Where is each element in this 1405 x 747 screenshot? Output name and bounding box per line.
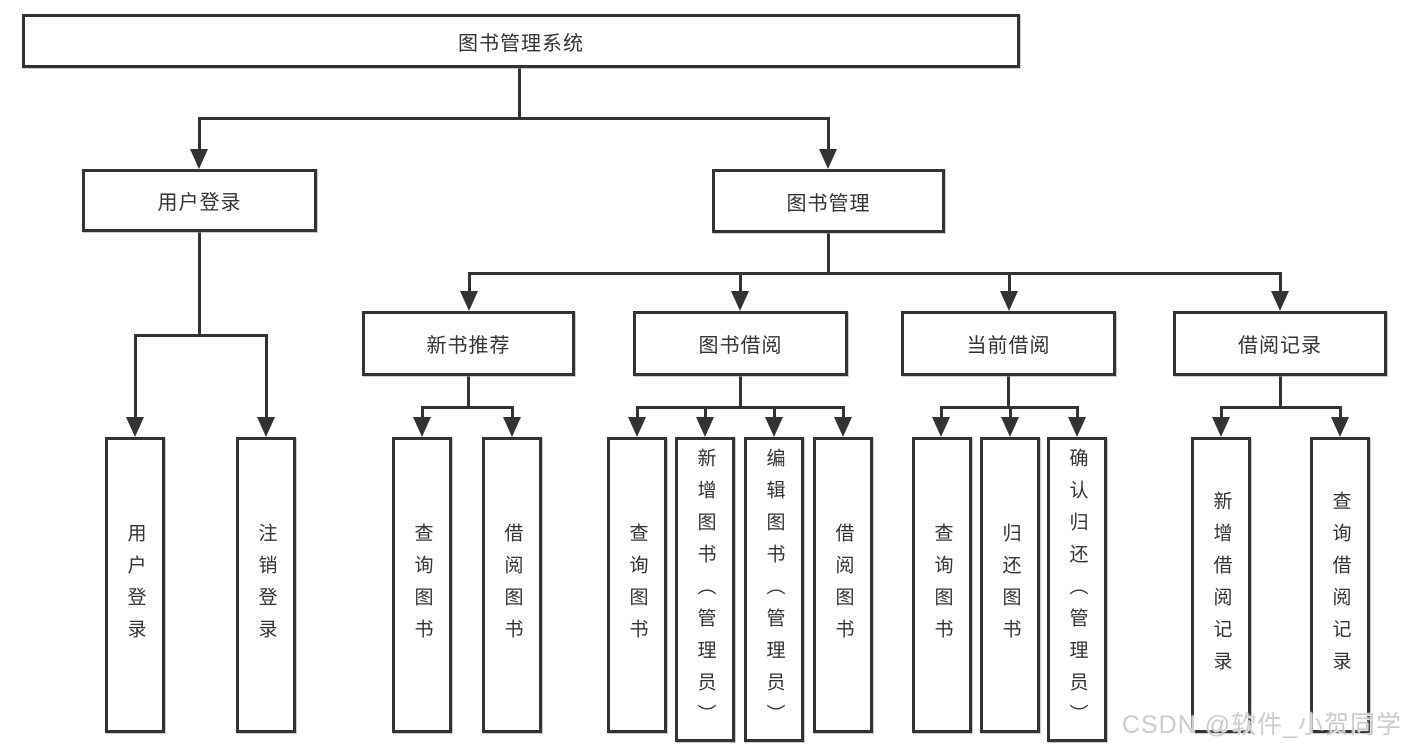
arrowhead-down (257, 417, 275, 437)
connector-line (518, 66, 521, 119)
arrowhead-down (819, 149, 837, 169)
node-library-management-system: 图书管理系统 (22, 14, 1020, 68)
node-leaf-query-borrow-record: 查询借阅记录 (1310, 437, 1370, 733)
node-book-borrowing: 图书借阅 (633, 311, 848, 376)
connector-line (1008, 272, 1011, 294)
node-borrowing-records: 借阅记录 (1173, 311, 1387, 376)
node-leaf-borrow-books: 借阅图书 (813, 437, 873, 733)
arrowhead-down (413, 417, 431, 437)
connector-line (198, 232, 201, 336)
node-leaf-logout: 注销登录 (236, 437, 296, 733)
arrowhead-down (1212, 417, 1230, 437)
connector-line (511, 406, 514, 420)
connector-line (842, 406, 845, 420)
arrowhead-down (460, 291, 478, 311)
arrowhead-down (190, 149, 208, 169)
node-user-login: 用户登录 (82, 169, 317, 232)
connector-line (1220, 406, 1223, 420)
connector-line (1076, 406, 1079, 420)
node-leaf-query-books-recommend: 查询图书 (392, 437, 452, 733)
node-leaf-user-login: 用户登录 (105, 437, 165, 733)
node-leaf-confirm-return-admin: 确认归还（管理员） (1047, 437, 1107, 742)
connector-line (198, 117, 830, 120)
connector-line (1220, 406, 1341, 409)
arrowhead-down (1331, 417, 1349, 437)
connector-line (704, 406, 707, 420)
node-leaf-edit-books-admin: 编辑图书（管理员） (744, 437, 804, 742)
connector-line (1339, 406, 1342, 420)
connector-line (467, 376, 470, 408)
node-leaf-query-books-current: 查询图书 (912, 437, 972, 733)
node-leaf-query-books-borrow: 查询图书 (607, 437, 667, 733)
arrowhead-down (1068, 417, 1086, 437)
connector-line (198, 117, 201, 153)
connector-line (827, 233, 830, 274)
arrowhead-down (834, 417, 852, 437)
connector-line (739, 272, 742, 294)
connector-line (265, 334, 268, 420)
connector-line (468, 272, 1282, 275)
arrowhead-down (126, 417, 144, 437)
arrowhead-down (696, 417, 714, 437)
node-leaf-return-books: 归还图书 (980, 437, 1040, 733)
connector-line (773, 406, 776, 420)
arrowhead-down (731, 291, 749, 311)
arrowhead-down (1001, 417, 1019, 437)
node-leaf-borrow-books-recommend: 借阅图书 (482, 437, 542, 733)
connector-line (134, 334, 268, 337)
connector-line (421, 406, 424, 420)
connector-line (1279, 376, 1282, 408)
arrowhead-down (628, 417, 646, 437)
connector-line (739, 376, 742, 408)
connector-line (134, 334, 137, 420)
connector-line (636, 406, 845, 409)
connector-line (1009, 406, 1012, 420)
arrowhead-down (1000, 291, 1018, 311)
connector-line (1007, 376, 1010, 408)
node-new-book-recommendation: 新书推荐 (362, 311, 575, 376)
node-leaf-add-borrow-record: 新增借阅记录 (1191, 437, 1251, 733)
node-leaf-add-books-admin: 新增图书（管理员） (675, 437, 735, 742)
node-current-borrowing: 当前借阅 (901, 311, 1116, 376)
arrowhead-down (503, 417, 521, 437)
connector-line (827, 117, 830, 153)
arrowhead-down (1271, 291, 1289, 311)
connector-line (636, 406, 639, 420)
connector-line (1279, 272, 1282, 294)
connector-line (421, 406, 514, 409)
arrowhead-down (932, 417, 950, 437)
connector-line (468, 272, 471, 294)
arrowhead-down (765, 417, 783, 437)
connector-line (940, 406, 943, 420)
node-book-management: 图书管理 (712, 169, 945, 233)
csdn-watermark: CSDN @软件_小贺同学 (1121, 711, 1402, 739)
